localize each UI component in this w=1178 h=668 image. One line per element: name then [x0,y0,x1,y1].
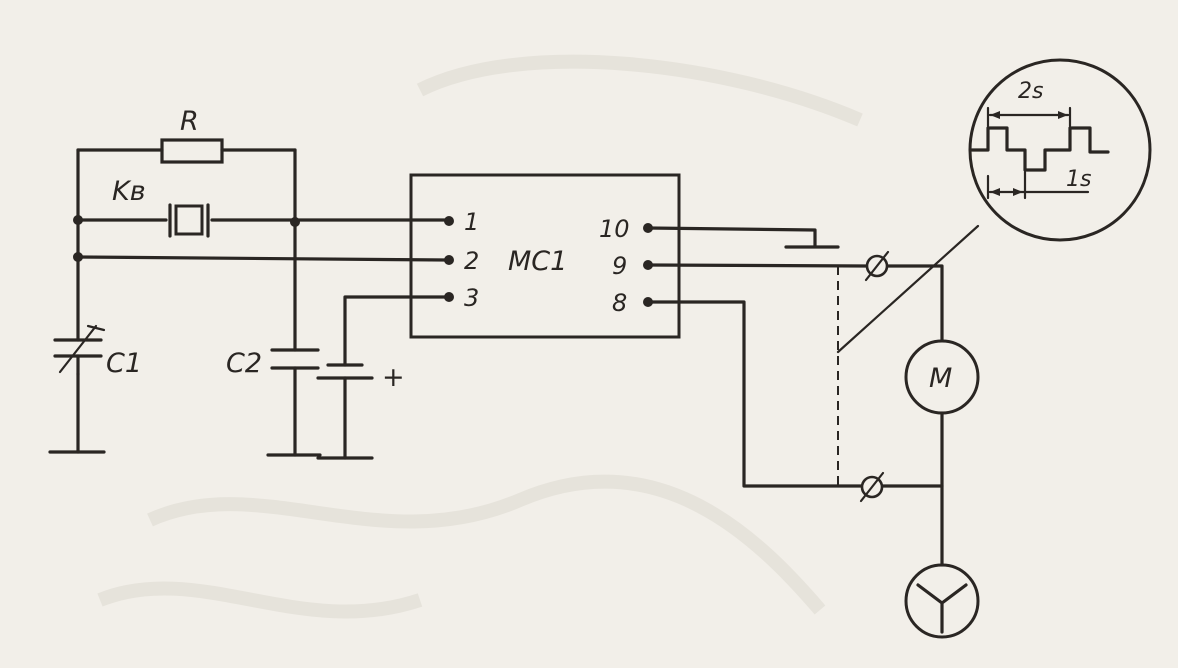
left-network: R Kв C2 + C1 [48,106,449,460]
pin8-wire [646,300,863,488]
c1-tuning-arrow [58,324,106,374]
timing-waveform [970,126,1110,172]
pin10-wire [646,226,817,248]
c2-capacitor [270,348,320,370]
inset-leader-line [836,224,980,354]
crystal [174,204,204,236]
output-network: M [646,224,980,639]
pin-1-dot [444,216,454,226]
pin-3-dot [444,292,454,302]
timing-inset: 2s 1s [968,58,1152,242]
period-dimension [986,106,1072,128]
motor-label: M [929,363,952,394]
ic-label: MC1 [508,246,567,277]
pin-9-label: 9 [612,252,627,280]
period-label: 2s [1018,79,1043,104]
pin-8-label: 8 [612,289,627,317]
junction [73,215,83,225]
resistor-label: R [180,106,199,137]
terminal-bottom-icon [859,471,885,503]
motor-top-wire [886,264,944,342]
resistor [160,138,224,164]
ic-mc1: MC1 1 2 3 10 9 8 [409,173,681,339]
crystal-plates [168,203,210,238]
junction [290,217,300,227]
ic-body [409,173,681,339]
pin2-wire [76,255,449,262]
pin9-wire [646,263,868,268]
pin-10-label: 10 [599,215,630,243]
pulse-arrows [990,188,1023,196]
c1-label: C1 [106,348,142,379]
pulse-label: 1s [1066,167,1091,192]
pin-2-dot [444,255,454,265]
pin3-wire [343,295,449,460]
inset-circle [968,58,1152,242]
junction [73,252,83,262]
battery-plus-label: + [382,362,405,393]
fan-icon [904,563,980,639]
background-ghost [97,54,863,619]
pin-1-label: 1 [464,208,479,236]
c2-label: C2 [226,348,262,379]
pin-2-label: 2 [464,247,479,275]
crystal-label: Kв [112,176,146,207]
pulse-dimension [986,170,1090,200]
terminal-top-icon [864,250,890,282]
pin-3-label: 3 [464,284,479,312]
